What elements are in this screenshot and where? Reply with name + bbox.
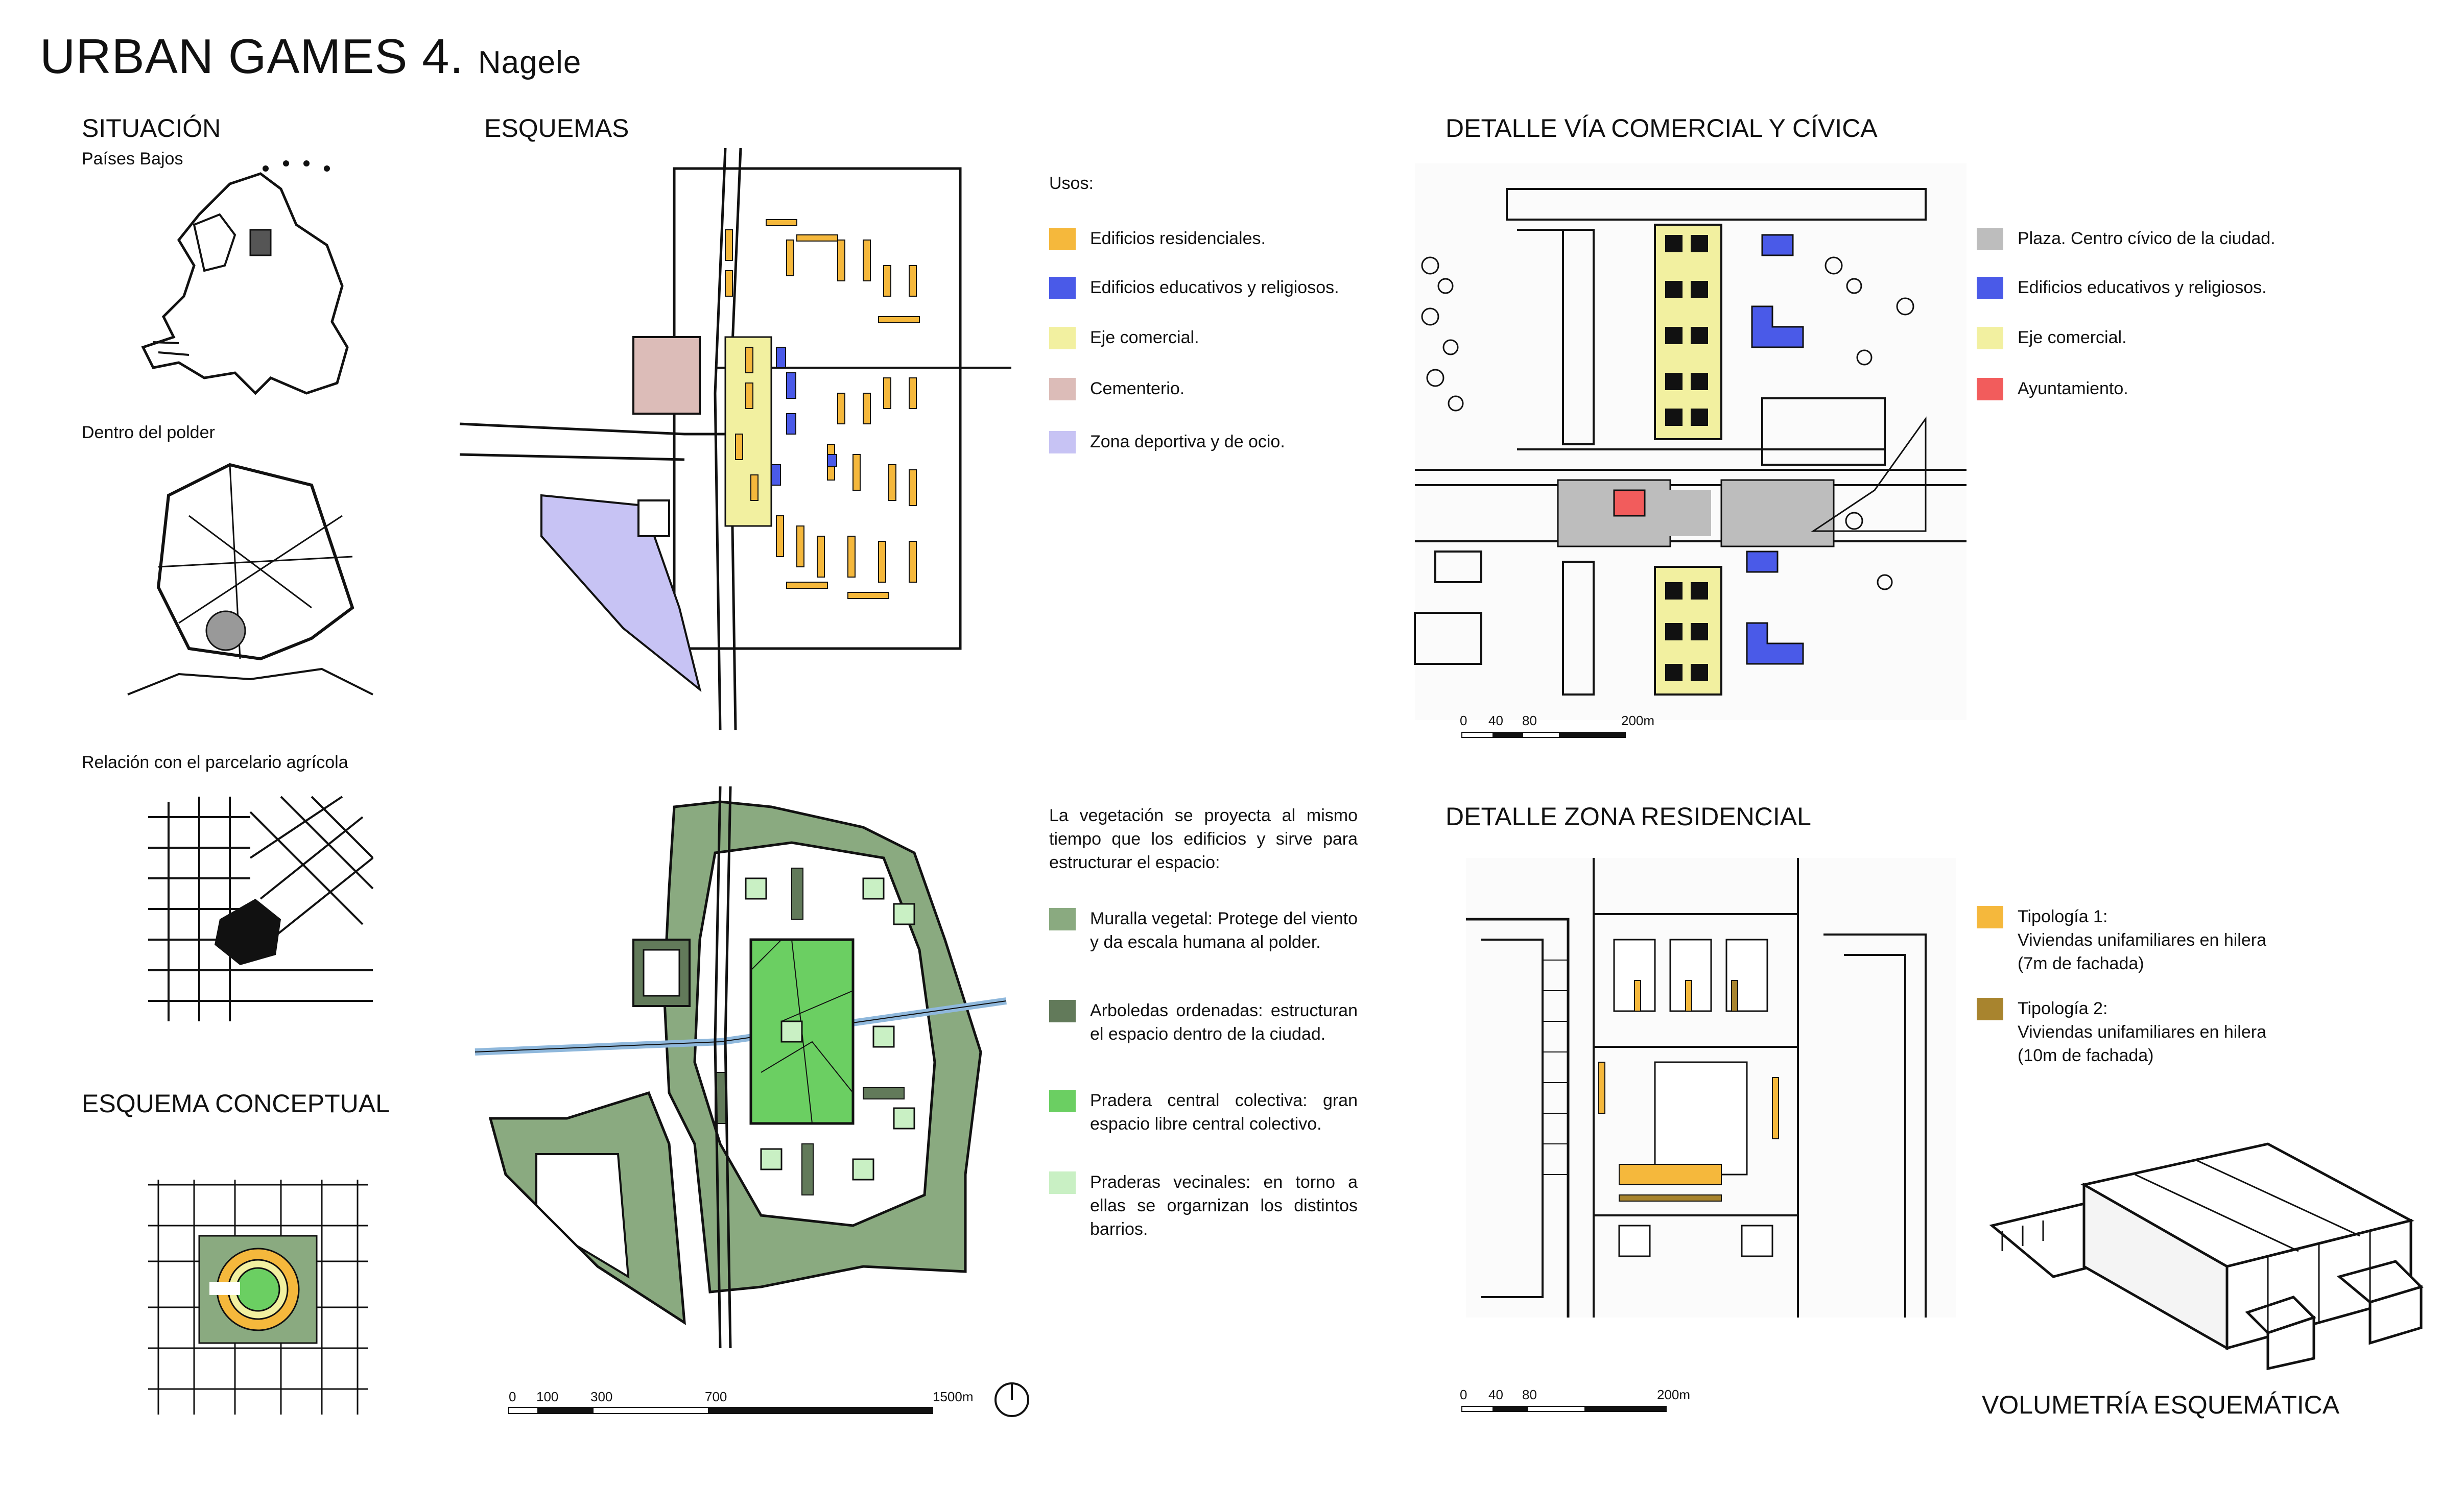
esquemas-heading: ESQUEMAS [484,114,629,142]
scale-label: 0 [1460,713,1467,728]
tipologia-2-title: Tipología 2: [2018,999,2108,1018]
legend-label: Praderas vecinales: en torno a ellas se … [1090,1172,1358,1239]
usos-legend-item: Cementerio. [1049,377,1184,400]
situacion-caption-paises-bajos: Países Bajos [82,149,183,169]
legend-label: Ayuntamiento. [2018,379,2128,398]
scale-label: 0 [1460,1387,1467,1402]
situacion-caption-polder: Dentro del polder [82,423,215,442]
veg-legend-item: Arboledas ordenadas: estructu­ran el esp… [1049,999,1358,1046]
legend-swatch [1049,1090,1076,1112]
via-legend-item: Ayuntamiento. [1977,377,2128,400]
scale-label: 300 [590,1389,613,1404]
conceptual-diagram [148,1180,368,1415]
scale-label: 80 [1522,713,1537,728]
parcelario-diagram [148,796,374,1021]
via-legend-item: Eje comercial. [1977,326,2127,349]
tipologia-1-legend: Tipología 1: Viviendas unifamiliares en … [1977,905,2266,975]
scale-label: 40 [1488,1387,1503,1402]
legend-swatch [1049,327,1076,349]
legend-label: Muralla vegetal: Protege del viento y da… [1090,909,1358,952]
scale-bar-graphic [1461,732,1626,738]
legend-label: Edificios educativos y religiosos. [1090,278,1339,297]
legend-swatch [1977,228,2003,250]
detalle-via-map [1414,163,1967,720]
scale-label: 80 [1522,1387,1537,1402]
tipologia-1-facade: (7m de fachada) [2018,954,2144,973]
legend-swatch [1049,1000,1076,1022]
legend-label: Edificios educativos y religiosos. [2018,278,2267,297]
tipologia-2-facade: (10m de fachada) [2018,1046,2154,1065]
scale-label: 200m [1621,713,1655,728]
scale-bar-graphic [508,1407,933,1414]
vegetation-intro: La vegetación se proyecta al mismo tiemp… [1049,806,1358,872]
usos-legend-item: Eje comercial. [1049,326,1199,349]
scale-label: 100 [536,1389,559,1404]
legend-label: Edificios residenciales. [1090,229,1266,248]
situacion-heading: SITUACIÓN [82,114,221,142]
tipologia-1-desc: Viviendas unifamiliares en hilera [2018,930,2266,950]
tipologia-1-title: Tipología 1: [2018,907,2108,926]
netherlands-map [141,160,349,395]
scale-label: 0 [509,1389,516,1404]
legend-swatch [1977,998,2003,1020]
tipologia-2-legend: Tipología 2: Viviendas unifamiliares en … [1977,997,2266,1067]
usos-label: Usos: [1049,174,1094,193]
legend-swatch [1049,228,1076,250]
title-main: URBAN GAMES 4. [40,29,464,84]
legend-swatch [1049,1171,1076,1194]
veg-legend-item: Praderas vecinales: en torno a ellas se … [1049,1170,1358,1241]
situacion-caption-parcelario: Relación con el parcelario agrícola [82,753,348,772]
legend-swatch [1049,431,1076,453]
veg-legend-item: Pradera central colectiva: gran espacio … [1049,1089,1358,1136]
volumetria-heading: VOLUMETRÍA ESQUEMÁTICA [1982,1391,2340,1419]
legend-label: Zona deportiva y de ocio. [1090,432,1285,451]
legend-swatch [1977,277,2003,299]
vegetation-map [475,786,1007,1349]
scale-label: 40 [1488,713,1503,728]
detalle-via-heading: DETALLE VÍA COMERCIAL Y CÍVICA [1446,114,1878,142]
via-legend-item: Plaza. Centro cívico de la ciudad. [1977,227,2276,250]
legend-label: Pradera central colectiva: gran espacio … [1090,1091,1358,1134]
scale-label: 200m [1657,1387,1691,1402]
scale-label: 700 [705,1389,727,1404]
page-title: URBAN GAMES 4. Nagele [40,29,581,85]
polder-map [127,463,373,696]
legend-swatch [1977,327,2003,349]
legend-swatch [1977,378,2003,400]
veg-legend-item: Muralla vegetal: Protege del viento y da… [1049,907,1358,954]
tipologia-2-desc: Viviendas unifamiliares en hilera [2018,1022,2266,1042]
legend-label: Eje comercial. [2018,328,2127,347]
scale-label: 1500m [933,1389,974,1404]
usos-legend-item: Zona deportiva y de ocio. [1049,430,1285,453]
title-subtitle: Nagele [478,45,582,80]
legend-swatch [1049,908,1076,930]
via-legend-item: Edificios educativos y religiosos. [1977,276,2267,299]
detalle-res-map [1466,858,1956,1318]
legend-label: Cementerio. [1090,379,1185,398]
usos-legend-item: Edificios educativos y religiosos. [1049,276,1339,299]
usos-map [459,148,1011,731]
detalle-res-heading: DETALLE ZONA RESIDENCIAL [1446,802,1811,831]
north-arrow-icon [994,1382,1029,1417]
conceptual-heading: ESQUEMA CONCEPTUAL [82,1089,390,1118]
usos-legend-item: Edificios residenciales. [1049,227,1266,250]
scale-bar-graphic [1461,1406,1667,1412]
legend-swatch [1049,277,1076,299]
legend-swatch [1049,378,1076,400]
legend-label: Eje comercial. [1090,328,1199,347]
legend-label: Plaza. Centro cívico de la ciudad. [2018,229,2276,248]
volumetria-drawing [1989,1142,2424,1371]
legend-swatch [1977,906,2003,928]
legend-label: Arboledas ordenadas: estructu­ran el esp… [1090,1001,1358,1044]
